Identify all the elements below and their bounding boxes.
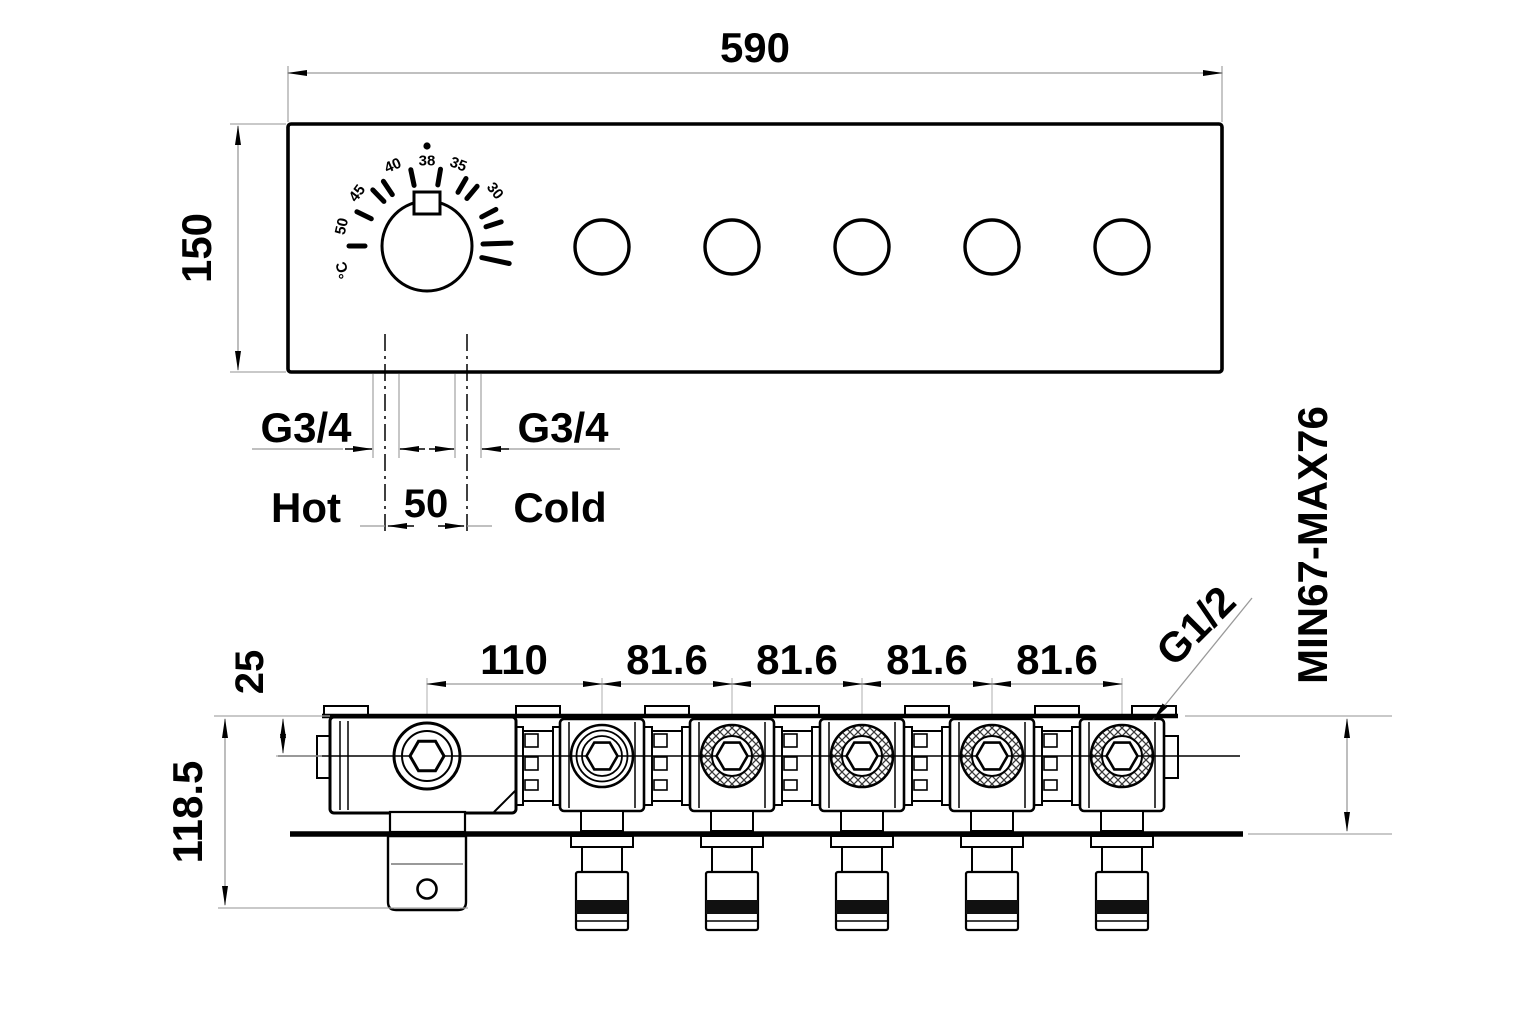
dim-81-6-label-3: 81.6 — [886, 636, 968, 683]
dial-label-celsius: °C — [333, 260, 354, 281]
dim-590: 590 — [287, 24, 1223, 122]
cold-thread-label: G3/4 — [517, 404, 609, 451]
coupling-1 — [514, 726, 562, 806]
hot-label: Hot — [271, 484, 341, 531]
hex-socket-3 — [845, 741, 879, 771]
front-view: 38 35 30 40 45 50 °C 590 — [173, 24, 1224, 532]
mounting-depth-label: MIN67-MAX76 — [1289, 406, 1336, 684]
cold-label: Cold — [513, 484, 606, 531]
dim-590-label: 590 — [720, 24, 790, 71]
dim-110-label: 110 — [480, 636, 548, 683]
dim-118-5-label: 118.5 — [164, 761, 211, 864]
dial-label-30: 30 — [483, 179, 507, 203]
hex-socket-5 — [1105, 741, 1139, 771]
bracket-screw-hole — [416, 878, 438, 900]
dim-81-6-label-4: 81.6 — [1016, 636, 1098, 683]
dim-50-label: 50 — [404, 482, 449, 526]
dim-81-6-label-1: 81.6 — [626, 636, 708, 683]
coupling-4 — [903, 726, 951, 806]
hex-socket-1 — [585, 741, 619, 771]
dial-label-50: 50 — [332, 216, 352, 236]
dim-min-max: MIN67-MAX76 — [1185, 406, 1392, 835]
dial-setpoint-dot — [423, 142, 431, 150]
thermostat-hex-socket — [408, 739, 446, 773]
left-end-cap — [316, 735, 331, 779]
right-end-cap — [1163, 735, 1179, 779]
dial-ticks — [346, 166, 514, 266]
hot-thread-label: G3/4 — [260, 404, 352, 451]
dial-scale-labels: 38 35 30 40 45 50 °C — [332, 152, 507, 280]
dial-label-45: 45 — [345, 182, 369, 206]
bottom-view: 110 81.6 81.6 81.6 81.6 25 118.5 G1/2 — [164, 406, 1392, 932]
hex-socket-2 — [715, 741, 749, 771]
dial-label-38: 38 — [419, 152, 436, 169]
inlet-dims: G3/4 G3/4 50 Hot Cold — [252, 334, 620, 532]
button-3 — [833, 218, 891, 276]
hex-socket-4 — [975, 741, 1009, 771]
buttons — [573, 218, 1151, 276]
dial-handle — [412, 190, 442, 216]
button-2 — [703, 218, 761, 276]
mounting-bracket — [386, 810, 468, 912]
coupling-2 — [643, 726, 691, 806]
dial-label-40: 40 — [382, 155, 404, 177]
coupling-3 — [773, 726, 821, 806]
dim-150: 150 — [173, 123, 286, 373]
dim-150-label: 150 — [173, 213, 220, 283]
dial-label-35: 35 — [447, 154, 469, 176]
button-4 — [963, 218, 1021, 276]
dim-25-label: 25 — [228, 650, 272, 695]
button-5 — [1093, 218, 1151, 276]
button-1 — [573, 218, 631, 276]
dim-118-5: 118.5 — [164, 718, 468, 909]
thermostat-dial: 38 35 30 40 45 50 °C — [332, 142, 514, 293]
dim-25: 25 — [214, 650, 330, 757]
pitch-dims: 110 81.6 81.6 81.6 81.6 — [426, 636, 1123, 687]
dim-81-6-label-2: 81.6 — [756, 636, 838, 683]
coupling-5 — [1033, 726, 1081, 806]
